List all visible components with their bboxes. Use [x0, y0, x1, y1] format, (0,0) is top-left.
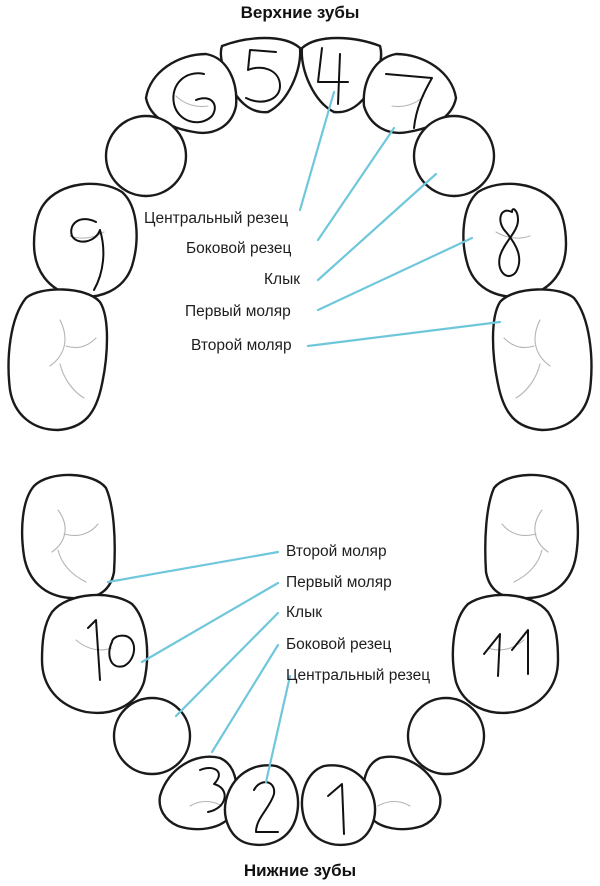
upper-left-first-molar — [32, 182, 138, 299]
lower-jaw-labels: Второй моляр Первый моляр Клык Боковой р… — [286, 543, 430, 684]
lower-jaw-title: Нижние зубы — [244, 861, 356, 880]
lower-jaw-leader-lines — [106, 550, 292, 784]
lower-label-central-incisor: Центральный резец — [286, 667, 430, 684]
upper-label-central-incisor: Центральный резец — [144, 210, 288, 227]
lower-label-second-molar: Второй моляр — [286, 543, 387, 560]
upper-label-canine: Клык — [264, 271, 300, 288]
upper-jaw-title: Верхние зубы — [241, 3, 360, 22]
lower-left-second-molar — [20, 473, 116, 600]
upper-jaw-labels: Центральный резец Боковой резец Клык Пер… — [144, 210, 300, 354]
upper-right-second-molar — [491, 288, 593, 432]
lower-right-canine — [406, 696, 486, 776]
upper-label-second-molar: Второй моляр — [191, 337, 292, 354]
upper-left-second-molar — [7, 288, 109, 432]
upper-label-lateral-incisor: Боковой резец — [186, 240, 291, 257]
upper-right-first-molar — [462, 182, 568, 299]
upper-label-first-molar: Первый моляр — [185, 303, 291, 320]
upper-jaw-teeth — [7, 36, 593, 432]
lower-left-canine — [112, 696, 192, 776]
lower-label-lateral-incisor: Боковой резец — [286, 636, 391, 653]
lower-label-canine: Клык — [286, 604, 322, 621]
lower-label-first-molar: Первый моляр — [286, 574, 392, 591]
upper-jaw-handwritten-numbers — [70, 47, 521, 291]
lower-right-central-incisor — [300, 764, 377, 847]
lower-jaw-handwritten-numbers — [87, 619, 529, 835]
lower-jaw-grooves — [51, 509, 549, 807]
upper-jaw-leader-lines — [298, 90, 502, 348]
upper-left-canine — [104, 114, 188, 198]
lower-right-second-molar — [484, 473, 580, 600]
lower-left-first-molar — [40, 593, 149, 715]
lower-jaw-teeth — [20, 473, 580, 847]
lower-left-central-incisor — [223, 764, 300, 847]
lower-right-first-molar — [451, 593, 560, 715]
